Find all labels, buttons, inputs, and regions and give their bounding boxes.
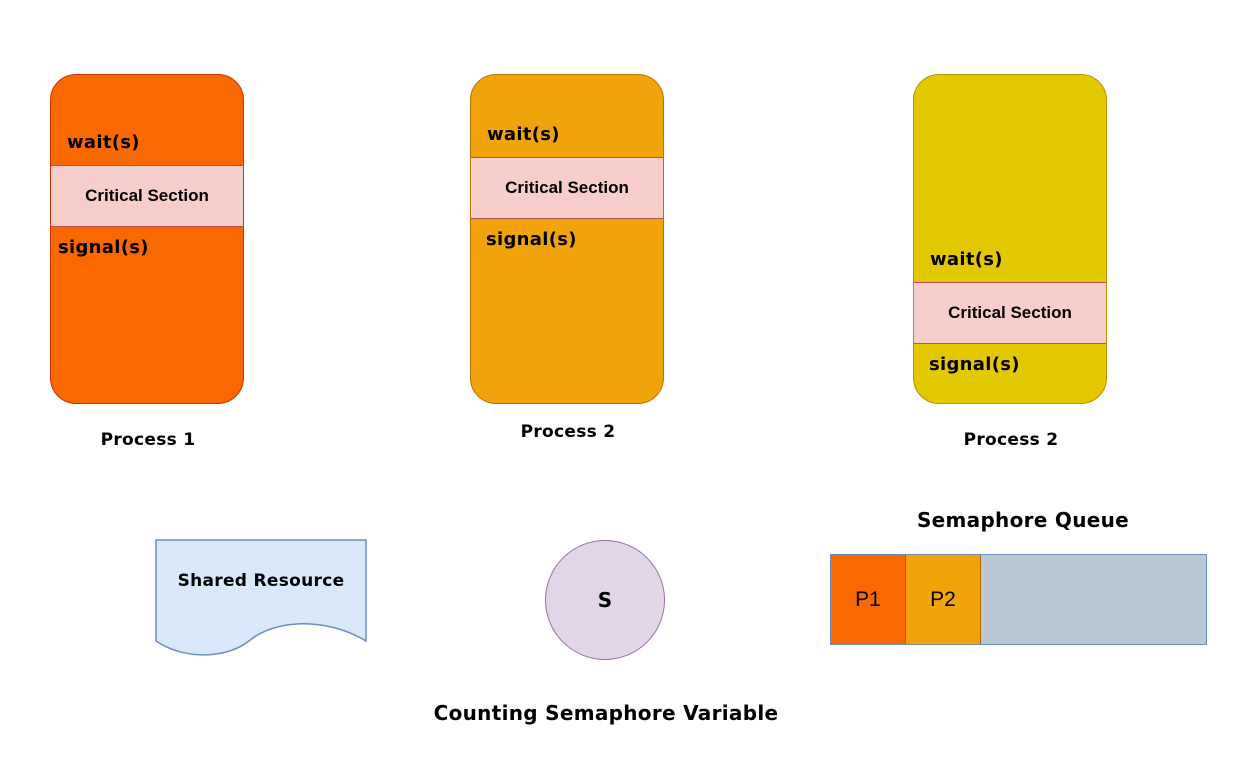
process-2-caption: Process 2 [520,422,616,442]
process-3-box: wait(s) Critical Section signal(s) [913,74,1107,404]
queue-empty-space [981,555,1206,644]
wait-label: wait(s) [487,124,560,145]
queue-title: Semaphore Queue [916,508,1130,532]
shared-resource-label: Shared Resource [177,571,345,591]
process-2-box: wait(s) Critical Section signal(s) [470,74,664,404]
critical-section: Critical Section [471,157,663,219]
process-1-caption: Process 1 [100,430,196,450]
semaphore-queue: P1 P2 [830,554,1207,645]
queue-slot-p1: P1 [831,555,906,644]
process-3-caption: Process 2 [963,430,1059,450]
signal-label: signal(s) [486,229,577,250]
queue-slot-p2: P2 [906,555,981,644]
process-1-box: wait(s) Critical Section signal(s) [50,74,244,404]
semaphore-caption: Counting Semaphore Variable [433,701,779,725]
semaphore-label: S [597,588,613,612]
semaphore-circle: S [545,540,665,660]
critical-section: Critical Section [914,282,1106,344]
wait-label: wait(s) [67,132,140,153]
shared-resource-shape [155,539,367,656]
critical-section: Critical Section [51,165,243,227]
signal-label: signal(s) [58,237,149,258]
wait-label: wait(s) [930,249,1003,270]
signal-label: signal(s) [929,354,1020,375]
